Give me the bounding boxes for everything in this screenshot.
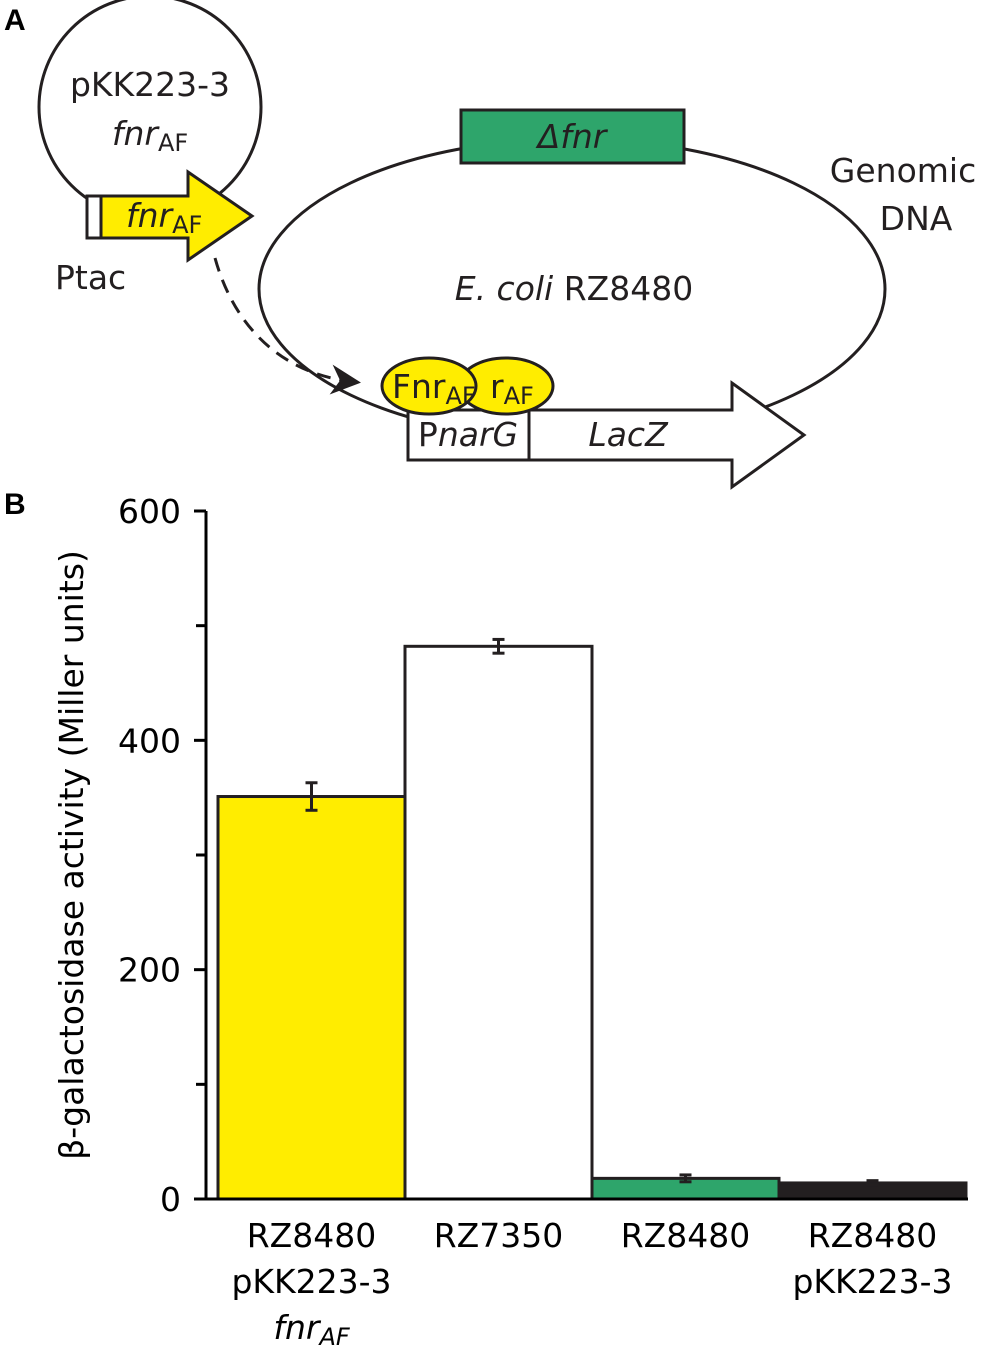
- plasmid-gene-label: fnrAF: [112, 114, 188, 157]
- fnr-protein-ellipse-1: [380, 356, 478, 416]
- arrow-gene-main: fnr: [126, 196, 175, 235]
- delta-fnr-label: Δfnr: [535, 117, 609, 156]
- chart-error-bars: [305, 637, 879, 1187]
- fnr-protein-label-2: rAF: [490, 367, 534, 410]
- x-tick-label-1-line-1: RZ8480: [247, 1216, 377, 1255]
- error-bar-2: [492, 637, 505, 655]
- expression-dashed-arrow: [213, 257, 361, 395]
- delta-fnr-box: [459, 108, 686, 165]
- y-tick-label-200: 200: [118, 951, 181, 990]
- narg-promoter-label: PnarG: [418, 415, 518, 454]
- x-tick-label-4-line-2: pKK223-3: [792, 1262, 952, 1301]
- bar-2: [403, 644, 594, 1201]
- genomic-label-line2: DNA: [880, 199, 953, 238]
- chart-bars: [216, 644, 968, 1201]
- narg-italic: narG: [438, 415, 518, 454]
- y-axis-label: β-galactosidase activity (Miller units): [52, 550, 91, 1160]
- genomic-label-line1: Genomic: [830, 151, 976, 190]
- plasmid-circle: [37, 0, 263, 220]
- bar-1: [216, 795, 407, 1201]
- panel-a-label: A: [4, 4, 26, 37]
- narg-prefix: P: [418, 415, 438, 454]
- error-bar-3: [679, 1173, 692, 1184]
- x-tick-label-4-line-1: RZ8480: [808, 1216, 938, 1255]
- chart-y-tick-labels: 0 200 400 600: [118, 492, 181, 1219]
- strain-name: RZ8480: [564, 269, 694, 308]
- x-tick-label-2-line-1: RZ7350: [434, 1216, 564, 1255]
- fnr-protein-sub: AF: [445, 382, 475, 410]
- lacz-label: LacZ: [588, 415, 669, 454]
- panel-a: A pKK223-3 fnrAF fnrAF Ptac Δfnr Genomic…: [4, 0, 976, 490]
- fnr-protein2-main: r: [490, 367, 504, 406]
- y-tick-label-400: 400: [118, 721, 181, 760]
- fnr-protein2-sub: AF: [504, 382, 534, 410]
- error-bar-4: [866, 1179, 879, 1187]
- y-tick-label-0: 0: [160, 1180, 181, 1219]
- x-tick-label-3-line-1: RZ8480: [621, 1216, 751, 1255]
- strain-label: E. coli RZ8480: [455, 269, 694, 308]
- chart-x-tick-labels: RZ8480 pKK223-3 fnrAF RZ7350 RZ8480 RZ8480 pKK…: [231, 1216, 952, 1351]
- chart-axes: [194, 509, 968, 1201]
- error-bar-1: [305, 781, 318, 812]
- lacz-gene-arrow: [527, 380, 807, 490]
- plasmid-name: pKK223-3: [70, 65, 230, 104]
- x-tick-label-1-line-2: pKK223-3: [231, 1262, 391, 1301]
- plasmid-gene-main: fnr: [112, 114, 161, 153]
- fnr-gene-arrow: [99, 169, 255, 263]
- panel-b-label: B: [4, 488, 26, 521]
- strain-italic: E. coli: [455, 269, 554, 308]
- x-tick-label-1-gene: fnrAF: [273, 1308, 351, 1351]
- fnr-protein-label-1: FnrAF: [392, 367, 476, 410]
- y-tick-label-600: 600: [118, 492, 181, 531]
- arrow-gene-sub: AF: [172, 211, 202, 239]
- ptac-promoter-box: [85, 194, 103, 240]
- plasmid-gene-sub: AF: [158, 129, 188, 157]
- ptac-label: Ptac: [55, 258, 126, 297]
- panel-b: B β-galactosidase activity (Miller units…: [4, 488, 968, 1351]
- arrow-gene-label: fnrAF: [126, 196, 202, 239]
- fnr-protein-main: Fnr: [392, 367, 446, 406]
- narg-promoter-box: [406, 408, 531, 462]
